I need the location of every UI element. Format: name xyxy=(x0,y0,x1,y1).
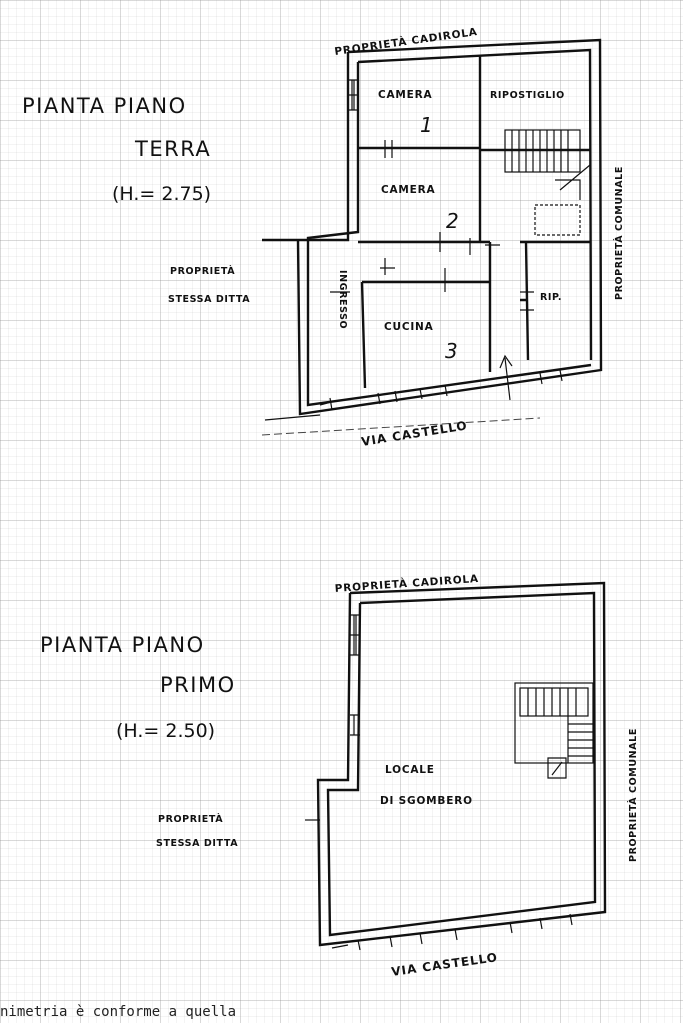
first-floor-title-line2: PRIMO xyxy=(160,673,236,697)
first-floor-stairs xyxy=(514,682,594,779)
first-floor-plan xyxy=(305,581,607,951)
room-ripostiglio-label: RIPOSTIGLIO xyxy=(490,90,565,101)
first-floor-title-line1: PIANTA PIANO xyxy=(40,633,205,657)
first-floor-east-owner: PROPRIETÀ COMUNALE xyxy=(627,728,639,862)
room-rip-label: RIP. xyxy=(540,292,562,303)
ground-floor-west-owner-line1: PROPRIETÀ xyxy=(170,265,235,277)
ground-floor-street: VIA CASTELLO xyxy=(360,418,468,449)
ground-floor-east-owner: PROPRIETÀ COMUNALE xyxy=(613,166,625,300)
first-floor-west-owner-line2: STESSA DITTA xyxy=(156,838,238,849)
room-locale-label-line2: DI SGOMBERO xyxy=(380,795,473,807)
first-floor-west-owner-line1: PROPRIETÀ xyxy=(158,813,223,825)
room-cucina-number: 3 xyxy=(445,339,458,363)
ground-floor-inner-walls xyxy=(358,55,590,389)
room-locale-label-line1: LOCALE xyxy=(385,764,435,776)
first-floor-outer-wall xyxy=(316,581,607,947)
ground-floor-stairs xyxy=(504,129,591,236)
ground-floor-west-owner-line2: STESSA DITTA xyxy=(168,294,250,305)
footer-typed-text: nimetria è conforme a quella xyxy=(0,1004,237,1020)
ground-floor-title-line1: PIANTA PIANO xyxy=(22,94,187,118)
first-floor-street: VIA CASTELLO xyxy=(390,950,498,979)
ground-floor-title-line2: TERRA xyxy=(134,137,211,161)
room-ingresso-label: INGRESSO xyxy=(337,270,348,329)
ground-floor-height: (H.= 2.75) xyxy=(112,183,211,205)
ground-floor-plan xyxy=(261,38,603,436)
room-cucina-label: CUCINA xyxy=(384,321,434,333)
first-floor-height: (H.= 2.50) xyxy=(116,720,215,742)
room-camera-1-number: 1 xyxy=(420,113,433,137)
room-camera-2-number: 2 xyxy=(446,209,459,233)
ground-floor-north-owner: PROPRIETÀ CADIROLA xyxy=(334,25,479,58)
room-camera-1-label: CAMERA xyxy=(378,89,433,101)
room-camera-2-label: CAMERA xyxy=(381,184,436,196)
